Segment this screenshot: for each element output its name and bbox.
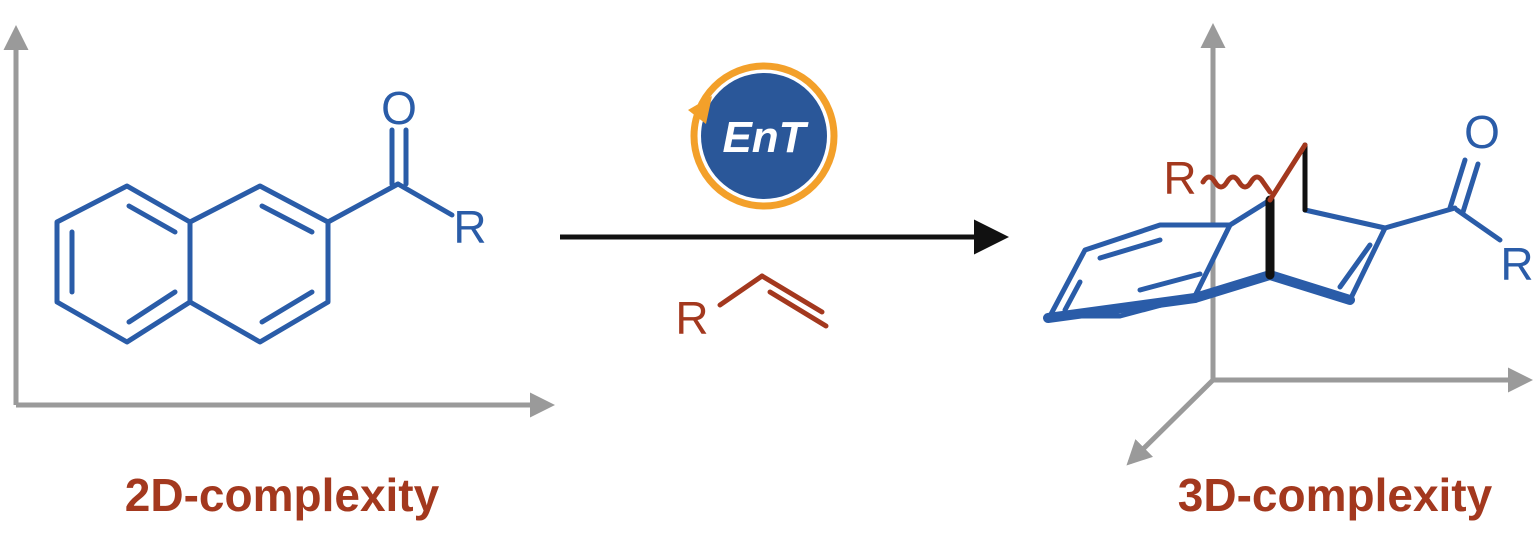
double-bond-inner [1097,237,1163,261]
catalyst-disc [701,73,827,199]
double-bond-inner [1062,279,1083,313]
double-bond-inner [126,203,178,235]
right-axes [1126,23,1533,466]
product-front-edge [1265,270,1355,305]
product-oxygen-label: O [1464,106,1500,158]
catalyst-label: EnT [722,113,808,162]
alkene-double-bond [767,289,829,329]
reactant-r-label: R [453,201,486,253]
product-acyl-r-bond [1454,207,1503,243]
product-carbonyl [1460,161,1481,215]
catalyst-cycle-arrowhead [688,96,712,124]
alkene-reagent [717,273,829,329]
double-bond-inner [259,289,315,325]
double-bond-inner [1137,271,1203,293]
product-bridge-bond [1227,197,1273,228]
left-axes [3,25,555,418]
caption-2d: 2D-complexity [125,469,440,521]
naphthalene-left-ring [54,183,193,345]
double-bond-inner [259,203,315,235]
alkene-double-bond [759,273,825,315]
right-y-axis [1126,378,1215,466]
product-alkene-inner [1337,242,1373,290]
product-wavy-bond [1200,174,1273,195]
naphthalene-right-ring [187,183,331,345]
caption-3d: 3D-complexity [1178,469,1493,521]
reactant-oxygen-label: O [381,82,417,134]
product-wavy-r-label: R [1163,152,1196,204]
acyl-bond [325,181,401,225]
product-carbonyl [1447,157,1468,211]
reactant-naphthalene [54,127,455,345]
catalyst-badge: EnT [688,62,838,210]
product-alkene [1347,225,1388,303]
double-bond-inner [126,289,178,325]
product-ketone-r-label: R [1500,238,1533,290]
catalyst-ring [690,62,838,210]
reagent-r-label: R [675,292,708,344]
product-bicycle [1043,142,1503,323]
product-front-edge [1190,270,1275,303]
alkene-r-bond [717,273,765,308]
acyl-r-bond [395,181,455,218]
product-bridge-bond [1302,207,1388,231]
product-acyl-bond [1382,205,1458,231]
product-front-edge [1043,293,1200,323]
product-new-bond [1267,142,1308,203]
